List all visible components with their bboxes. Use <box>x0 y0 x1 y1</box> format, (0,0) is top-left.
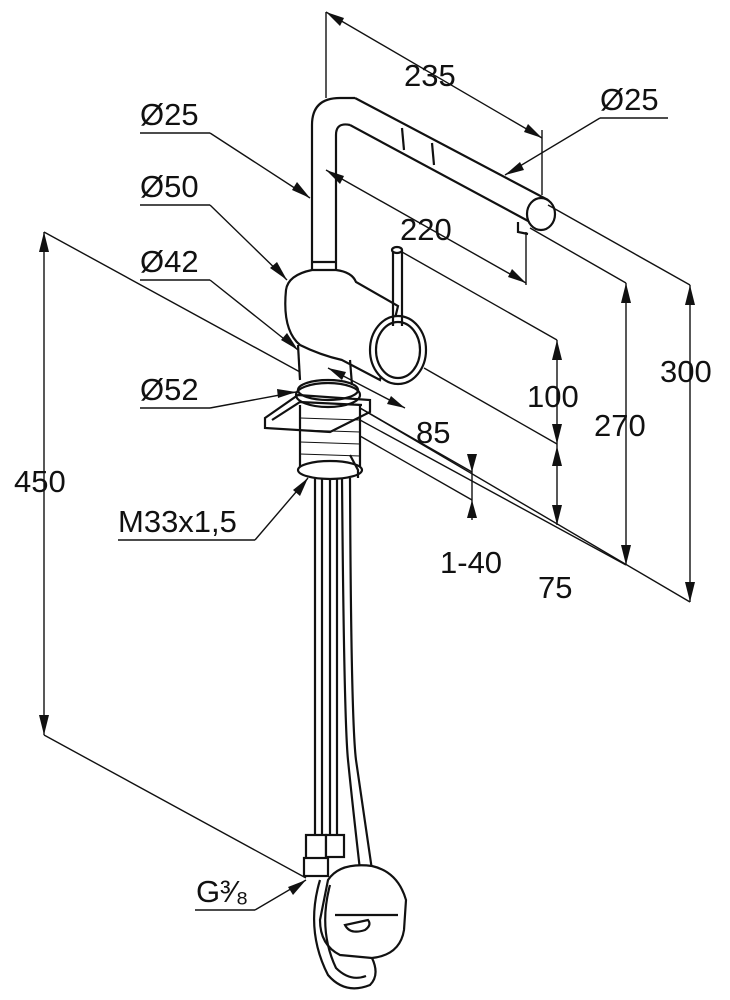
label-d50: Ø50 <box>140 169 199 204</box>
label-dim-450: 450 <box>14 464 66 499</box>
label-connection: G³⁄₈ <box>196 874 248 909</box>
dimension-labels: Ø25 Ø50 Ø42 Ø52 M33x1,5 G³⁄₈ Ø25 235 220… <box>14 58 712 909</box>
label-d25-outlet: Ø25 <box>600 82 659 117</box>
faucet-body <box>263 96 557 990</box>
label-dim-270: 270 <box>594 408 646 443</box>
label-dim-220: 220 <box>400 212 452 247</box>
label-dim-300: 300 <box>660 354 712 389</box>
dimension-lines <box>39 11 695 911</box>
label-dim-235: 235 <box>404 58 456 93</box>
label-dim-85: 85 <box>416 415 450 450</box>
label-dim-100: 100 <box>527 379 579 414</box>
label-d42: Ø42 <box>140 244 199 279</box>
label-dim-75: 75 <box>538 570 572 605</box>
label-d25-spout: Ø25 <box>140 97 199 132</box>
label-d52: Ø52 <box>140 372 199 407</box>
label-dim-1-40: 1-40 <box>440 545 502 580</box>
label-thread: M33x1,5 <box>118 504 237 539</box>
